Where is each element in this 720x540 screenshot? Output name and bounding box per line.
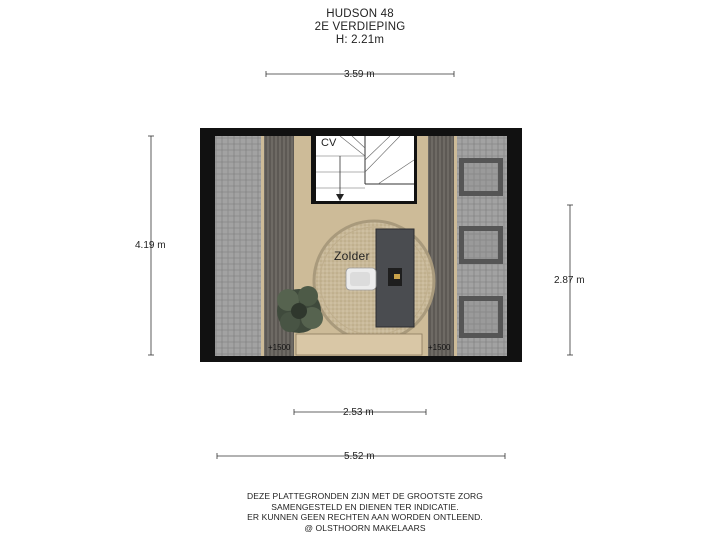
roof-slope-left-tiles [215,136,261,356]
boiler-label: CV [321,137,337,149]
disclaimer-line-1: DEZE PLATTEGRONDEN ZIJN MET DE GROOTSTE … [247,491,483,501]
roof-slope-right-beams [428,136,454,356]
stairwell [311,133,417,204]
dimension-line-bottom-total [216,453,506,459]
dimension-line-left [148,135,154,356]
skylight-1 [459,158,503,196]
disclaimer-line-3: ER KUNNEN GEEN RECHTEN AAN WORDEN ONTLEE… [247,512,483,522]
skylight-2 [459,226,503,264]
plant [277,286,323,333]
dimension-line-bottom-inner [293,409,427,415]
disclaimer: DEZE PLATTEGRONDEN ZIJN MET DE GROOTSTE … [0,491,720,533]
disclaimer-line-4: @ OLSTHOORN MAKELAARS [304,522,426,533]
skylight-3 [459,296,503,338]
dimension-right-label: 2.87 m [554,275,585,286]
floor-title: 2E VERDIEPING [314,21,406,33]
knee-wall-cabinet [295,333,423,356]
ceiling-height: H: 2.21m [335,34,385,46]
dimension-bottom-inner-label: 2.53 m [343,407,374,418]
project-title: HUDSON 48 [326,8,394,20]
dimension-left-label: 4.19 m [135,240,166,251]
desk-chair [345,267,377,291]
dimension-top-label: 3.59 m [344,69,375,80]
dimension-bottom-total-label: 5.52 m [344,451,375,462]
dimension-line-top [265,71,455,77]
knee-wall-height-right: +1500 [428,343,451,352]
room-name-label: Zolder [334,249,370,263]
knee-wall-height-left: +1500 [268,343,291,352]
dimension-line-right [567,204,573,356]
disclaimer-line-2: SAMENGESTELD EN DIENEN TER INDICATIE. [271,501,459,512]
